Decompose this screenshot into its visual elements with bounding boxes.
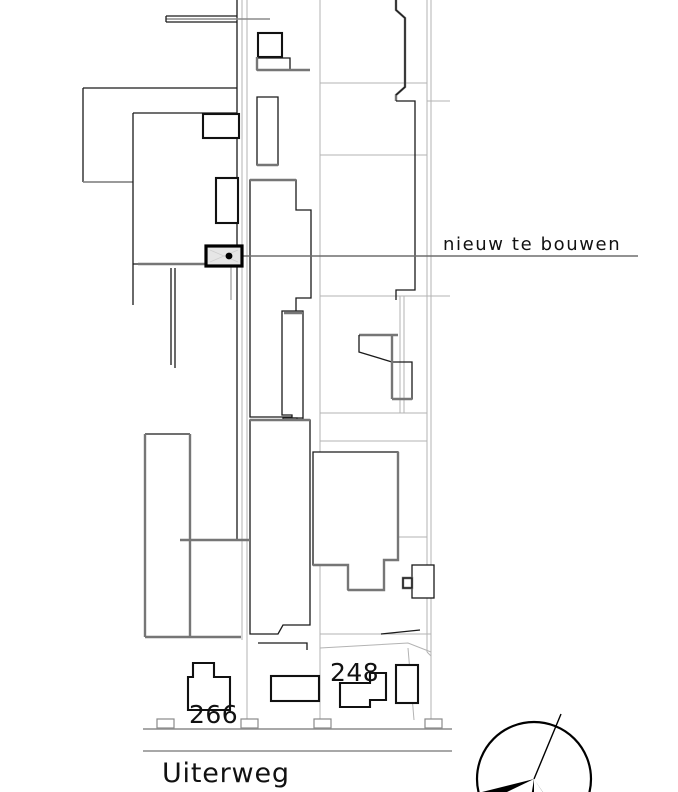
building-248	[338, 671, 388, 709]
building-block	[256, 57, 291, 71]
street-post	[313, 718, 332, 729]
new-build-marker	[204, 244, 244, 268]
compass-needle-north	[533, 713, 562, 780]
new-build-anchor-dot	[225, 252, 233, 260]
bottom-row-buildings	[186, 629, 421, 712]
plot-number-266: 266	[189, 700, 238, 729]
building-block	[394, 663, 420, 705]
street-post	[156, 718, 175, 729]
building-block	[411, 564, 435, 599]
building-block	[214, 176, 240, 225]
building-266	[186, 661, 232, 712]
central-buildings	[180, 31, 312, 635]
street-post	[424, 718, 443, 729]
building-block	[256, 96, 279, 166]
compass-needle-east	[534, 779, 543, 792]
greenhouse-strip	[281, 310, 304, 425]
building-block	[201, 112, 241, 140]
street-post	[240, 718, 259, 729]
building-block	[249, 419, 311, 635]
compass-needle-west	[482, 779, 534, 792]
callout-label: nieuw te bouwen	[443, 234, 621, 255]
east-buildings	[312, 0, 435, 599]
building-block	[269, 674, 321, 703]
compass-needle-south	[531, 779, 534, 792]
plot-number-248: 248	[330, 658, 379, 687]
west-buildings	[201, 112, 241, 225]
street-name-label: Uiterweg	[162, 758, 290, 789]
street-kerb	[143, 728, 452, 752]
north-arrow	[475, 713, 593, 792]
cadastral-plot-boundaries	[230, 0, 450, 721]
building-block	[256, 31, 284, 59]
street-posts	[156, 718, 443, 729]
west-plot-outline	[82, 0, 270, 639]
